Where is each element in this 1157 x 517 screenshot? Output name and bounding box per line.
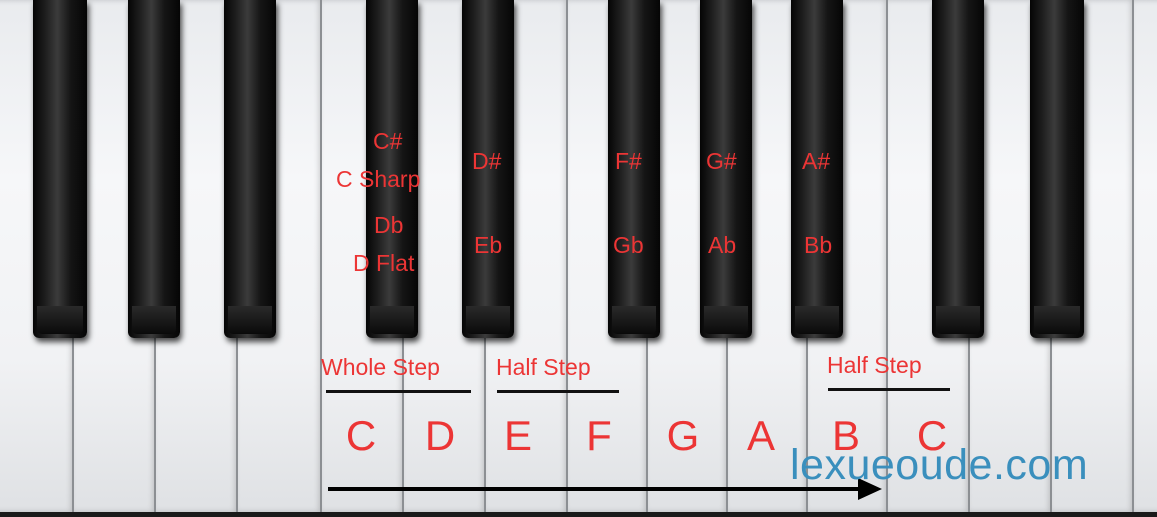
note-label-c-high: C [916, 412, 948, 459]
black-key [224, 0, 276, 338]
half-step-underline [497, 390, 619, 393]
sharp-label: C# [373, 128, 403, 154]
note-label-f: F [586, 412, 612, 459]
watermark: lexueoude.com [790, 441, 1089, 489]
black-key-a-sharp [791, 0, 843, 338]
flat-label: Gb [613, 232, 644, 258]
flat-label: Eb [474, 232, 503, 258]
direction-arrow-line [328, 487, 864, 491]
note-label-g: G [666, 412, 700, 459]
half-step-underline [828, 388, 950, 391]
flat-label: Db [374, 212, 404, 238]
sharp-name-label: C Sharp [336, 166, 421, 192]
black-key-d-sharp [462, 0, 514, 338]
black-key [932, 0, 984, 338]
note-label-c: C [345, 412, 377, 459]
black-key-c-sharp [366, 0, 418, 338]
half-step-label: Half Step [827, 352, 922, 378]
black-key-f-sharp [608, 0, 660, 338]
note-label-b: B [831, 412, 861, 459]
black-key-g-sharp [700, 0, 752, 338]
note-label-e: E [503, 412, 533, 459]
black-key [1030, 0, 1084, 338]
whole-step-label: Whole Step [321, 354, 440, 380]
black-key [128, 0, 180, 338]
sharp-label: A# [802, 148, 831, 174]
flat-label: Ab [708, 232, 737, 258]
sharp-label: F# [615, 148, 642, 174]
arrow-head-icon [858, 478, 882, 500]
sharp-label: D# [472, 148, 502, 174]
black-key [33, 0, 87, 338]
sharp-label: G# [706, 148, 737, 174]
note-label-d: D [424, 412, 456, 459]
flat-label: Bb [804, 232, 833, 258]
note-label-a: A [746, 412, 776, 459]
whole-step-underline [326, 390, 471, 393]
half-step-label: Half Step [496, 354, 591, 380]
flat-name-label: D Flat [353, 250, 415, 276]
white-key [1132, 0, 1157, 512]
